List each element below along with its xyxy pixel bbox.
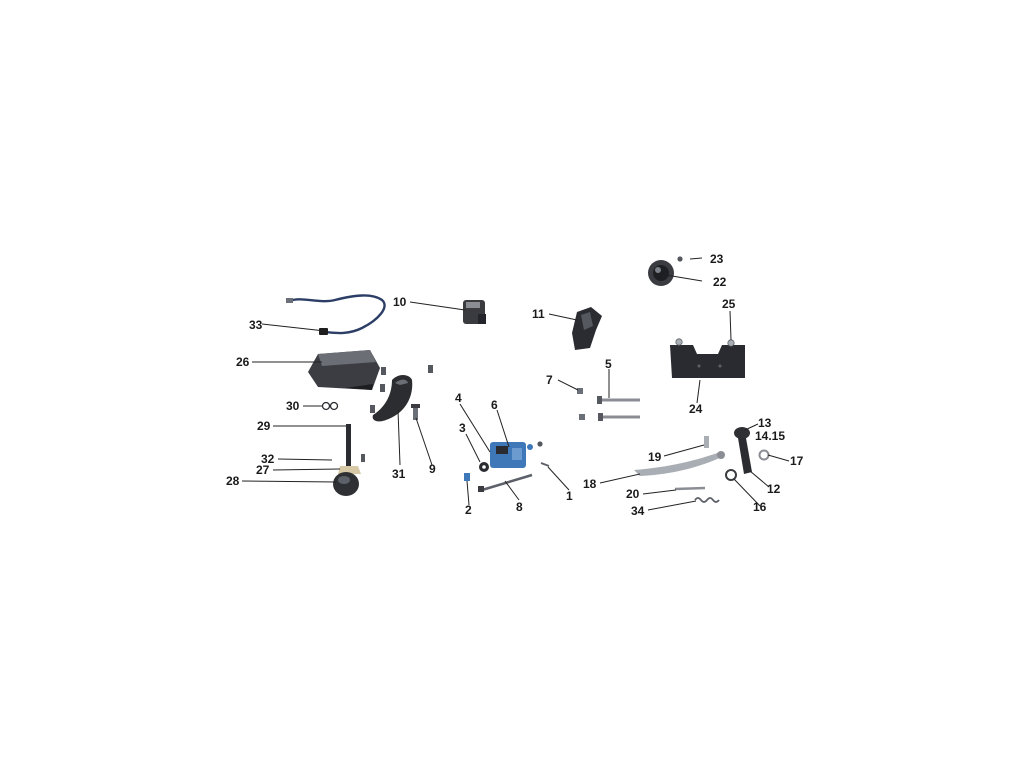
ring-part bbox=[725, 469, 737, 481]
clip-part bbox=[321, 401, 339, 411]
callout-27: 27 bbox=[256, 463, 270, 477]
horn-part bbox=[648, 260, 674, 286]
leader-1 bbox=[547, 466, 570, 491]
leader-16 bbox=[733, 478, 761, 507]
callout-22: 22 bbox=[713, 275, 727, 289]
callout-29: 29 bbox=[257, 419, 271, 433]
switch-assembly-part bbox=[490, 441, 543, 468]
callout-16: 16 bbox=[753, 500, 767, 514]
callout-9: 9 bbox=[429, 462, 436, 476]
callout-13: 13 bbox=[758, 416, 772, 430]
grip-part bbox=[734, 427, 752, 474]
bolt-8-part bbox=[478, 473, 533, 492]
callout-18: 18 bbox=[583, 477, 597, 491]
control-box-part bbox=[308, 350, 380, 390]
leader-2 bbox=[466, 480, 470, 506]
leader-24 bbox=[696, 379, 701, 404]
long-bolt-5-part bbox=[597, 396, 640, 421]
leader-3 bbox=[465, 433, 481, 463]
callout-11: 11 bbox=[532, 307, 545, 321]
callout-28: 28 bbox=[226, 474, 240, 488]
callout-5: 5 bbox=[605, 357, 612, 371]
fitting-part bbox=[338, 466, 361, 474]
leader-13 bbox=[744, 423, 759, 431]
callout-12: 12 bbox=[767, 482, 781, 496]
callout-31: 31 bbox=[392, 467, 406, 481]
callout-30: 30 bbox=[286, 399, 300, 413]
callout-4: 4 bbox=[455, 391, 462, 405]
leader-4 bbox=[459, 403, 491, 453]
canister-part bbox=[333, 472, 359, 496]
callout-2: 2 bbox=[465, 503, 472, 517]
horn-screw-part bbox=[677, 256, 683, 262]
spacer-2-part bbox=[464, 473, 470, 481]
stand-arm-part bbox=[634, 451, 725, 476]
leader-22 bbox=[665, 274, 703, 282]
leader-33 bbox=[261, 323, 326, 332]
callout-7: 7 bbox=[546, 373, 553, 387]
callout-8: 8 bbox=[516, 500, 523, 514]
pin-1-part bbox=[540, 462, 550, 467]
hose-part bbox=[346, 424, 351, 466]
leader-8 bbox=[504, 480, 520, 501]
washer-17-part bbox=[758, 449, 770, 461]
washer-3-part bbox=[479, 462, 489, 472]
callout-19: 19 bbox=[648, 450, 662, 464]
leader-27 bbox=[272, 468, 341, 471]
leader-34 bbox=[647, 500, 697, 511]
callout-33: 33 bbox=[249, 318, 263, 332]
leader-32 bbox=[277, 458, 333, 461]
small-bolts-part bbox=[370, 365, 433, 413]
nut-7-part bbox=[577, 388, 585, 420]
leader-25 bbox=[729, 310, 732, 341]
leader-9 bbox=[415, 417, 433, 466]
leader-20 bbox=[642, 489, 677, 495]
callout-32: 32 bbox=[261, 452, 275, 466]
bracket-part bbox=[572, 307, 602, 350]
leader-6 bbox=[496, 409, 510, 448]
callout-14-15: 14.15 bbox=[755, 429, 785, 443]
callout-1: 1 bbox=[566, 489, 573, 503]
leader-19 bbox=[663, 444, 705, 457]
callout-23: 23 bbox=[710, 252, 724, 266]
callout-24: 24 bbox=[689, 402, 703, 416]
screw-19-part bbox=[704, 436, 709, 448]
callout-17: 17 bbox=[790, 454, 804, 468]
callout-25: 25 bbox=[722, 297, 736, 311]
leader-28 bbox=[241, 480, 337, 483]
callout-10: 10 bbox=[393, 295, 407, 309]
leader-10 bbox=[409, 301, 466, 311]
callout-34: 34 bbox=[631, 504, 645, 518]
callout-26: 26 bbox=[236, 355, 250, 369]
parts-layer bbox=[286, 256, 770, 503]
wiring-harness-part bbox=[286, 294, 386, 335]
callout-20: 20 bbox=[626, 487, 640, 501]
leader-18 bbox=[599, 473, 641, 484]
callout-6: 6 bbox=[491, 398, 498, 412]
panel-bolt-part bbox=[675, 338, 735, 347]
callout-3: 3 bbox=[459, 421, 466, 435]
spring-part bbox=[694, 497, 720, 503]
leader-23 bbox=[689, 257, 703, 260]
screw-32-part bbox=[361, 454, 365, 462]
bolt-9-part bbox=[411, 404, 420, 420]
leader-lines bbox=[241, 257, 790, 511]
leader-11 bbox=[548, 313, 578, 321]
fender-part bbox=[372, 375, 413, 422]
leader-17 bbox=[767, 454, 790, 462]
leader-31 bbox=[397, 409, 401, 466]
callout-labels: 33 26 10 11 23 22 25 24 7 5 30 29 32 27 … bbox=[226, 252, 804, 518]
leader-7 bbox=[557, 379, 579, 391]
bracket-20-part bbox=[674, 486, 706, 491]
leader-12 bbox=[749, 470, 770, 488]
rear-panel-part bbox=[670, 345, 745, 378]
relay-block-part bbox=[463, 300, 486, 324]
